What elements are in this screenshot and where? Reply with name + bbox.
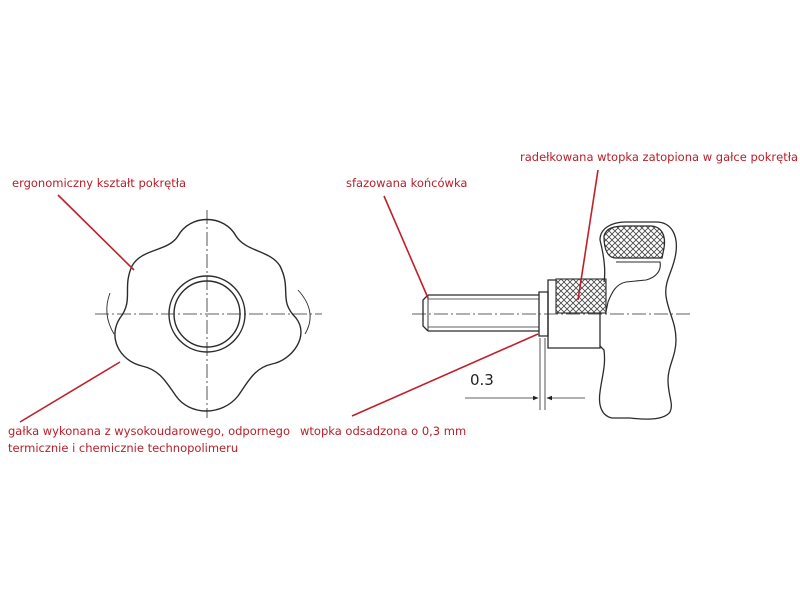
- knob-side-view: [412, 221, 690, 420]
- label-chamfer: sfazowana końcówka: [346, 176, 468, 190]
- label-material-line2: termicznie i chemicznie technopolimeru: [8, 441, 239, 455]
- leader-lines: [19, 169, 599, 423]
- leader-offset: [351, 333, 539, 417]
- insert-inner-circle: [173, 280, 241, 348]
- knob-outline: [114, 218, 302, 412]
- knob-body-side: [598, 221, 678, 420]
- knob-cap-knurl: [603, 225, 666, 259]
- threaded-stud: [422, 294, 539, 332]
- scallop-left: [106, 292, 115, 335]
- leader-material: [19, 361, 121, 423]
- label-insert: radełkowana wtopka zatopiona w gałce pok…: [520, 150, 799, 164]
- leader-shape: [57, 194, 135, 271]
- leader-chamfer: [383, 195, 429, 299]
- leader-insert: [577, 169, 599, 301]
- knob-front-view: [95, 210, 322, 418]
- label-offset: wtopka odsadzona o 0,3 mm: [300, 424, 467, 438]
- label-shape: ergonomiczny kształt pokrętła: [12, 176, 187, 190]
- insert-outer-circle: [168, 275, 246, 353]
- label-material-line1: gałka wykonana z wysokoudarowego, odporn…: [8, 424, 290, 438]
- dimension-value: 0.3: [470, 371, 494, 389]
- knob-inner-channel: [605, 261, 661, 313]
- scallop-right: [297, 289, 311, 335]
